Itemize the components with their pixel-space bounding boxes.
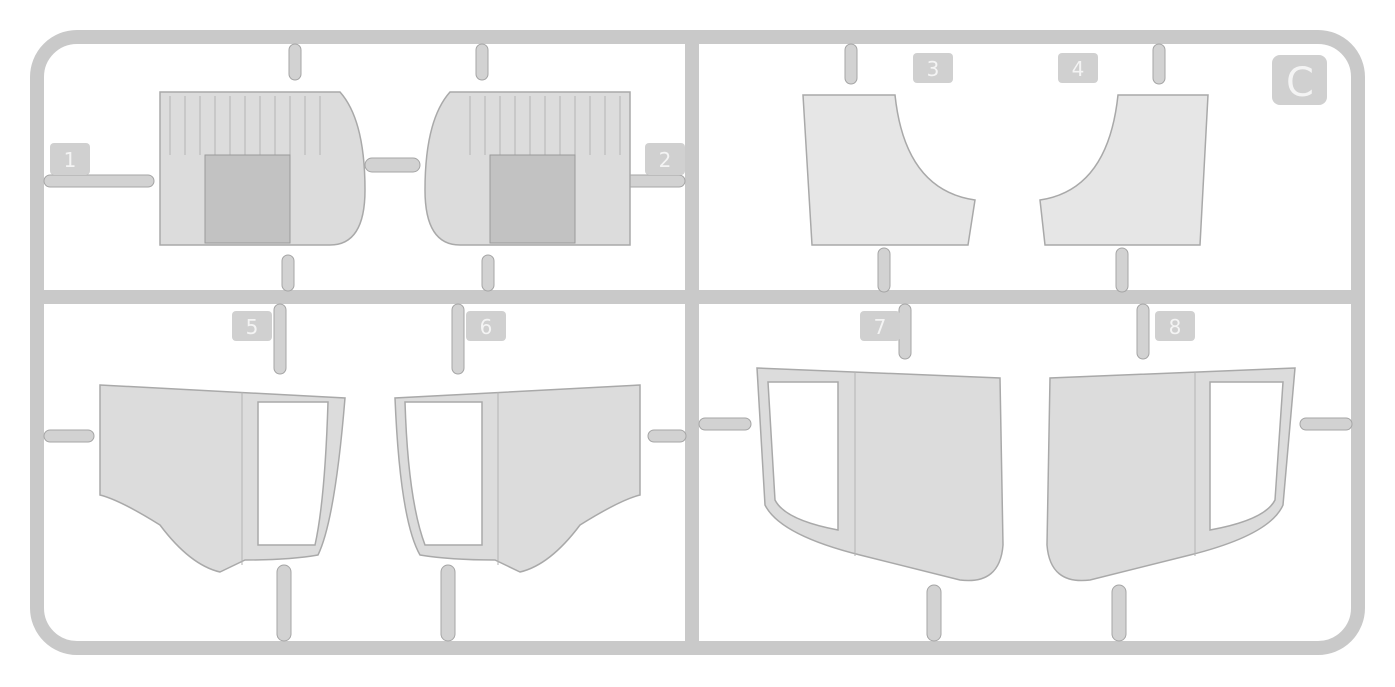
tag-5: 5	[246, 315, 259, 339]
tag-8: 8	[1169, 315, 1182, 339]
part-5-door	[99, 384, 346, 573]
tag-7: 7	[874, 315, 887, 339]
part-4-panel	[1039, 94, 1209, 246]
part-3-panel	[802, 94, 976, 246]
tag-4: 4	[1072, 57, 1085, 81]
gates	[43, 43, 1353, 642]
tag-6: 6	[480, 315, 493, 339]
part-8-door	[1046, 367, 1296, 582]
part-1-door-panel	[159, 91, 366, 246]
part-7-door	[756, 367, 1004, 582]
tag-3: 3	[927, 57, 940, 81]
part-6-door	[394, 384, 641, 573]
sprue-letter: C	[1286, 60, 1314, 106]
tag-1: 1	[64, 148, 77, 172]
part-2-door-panel	[424, 91, 631, 246]
tag-2: 2	[659, 148, 672, 172]
part-number-tags: 1 2 3 4 5 6 7 8 C	[50, 53, 1327, 341]
